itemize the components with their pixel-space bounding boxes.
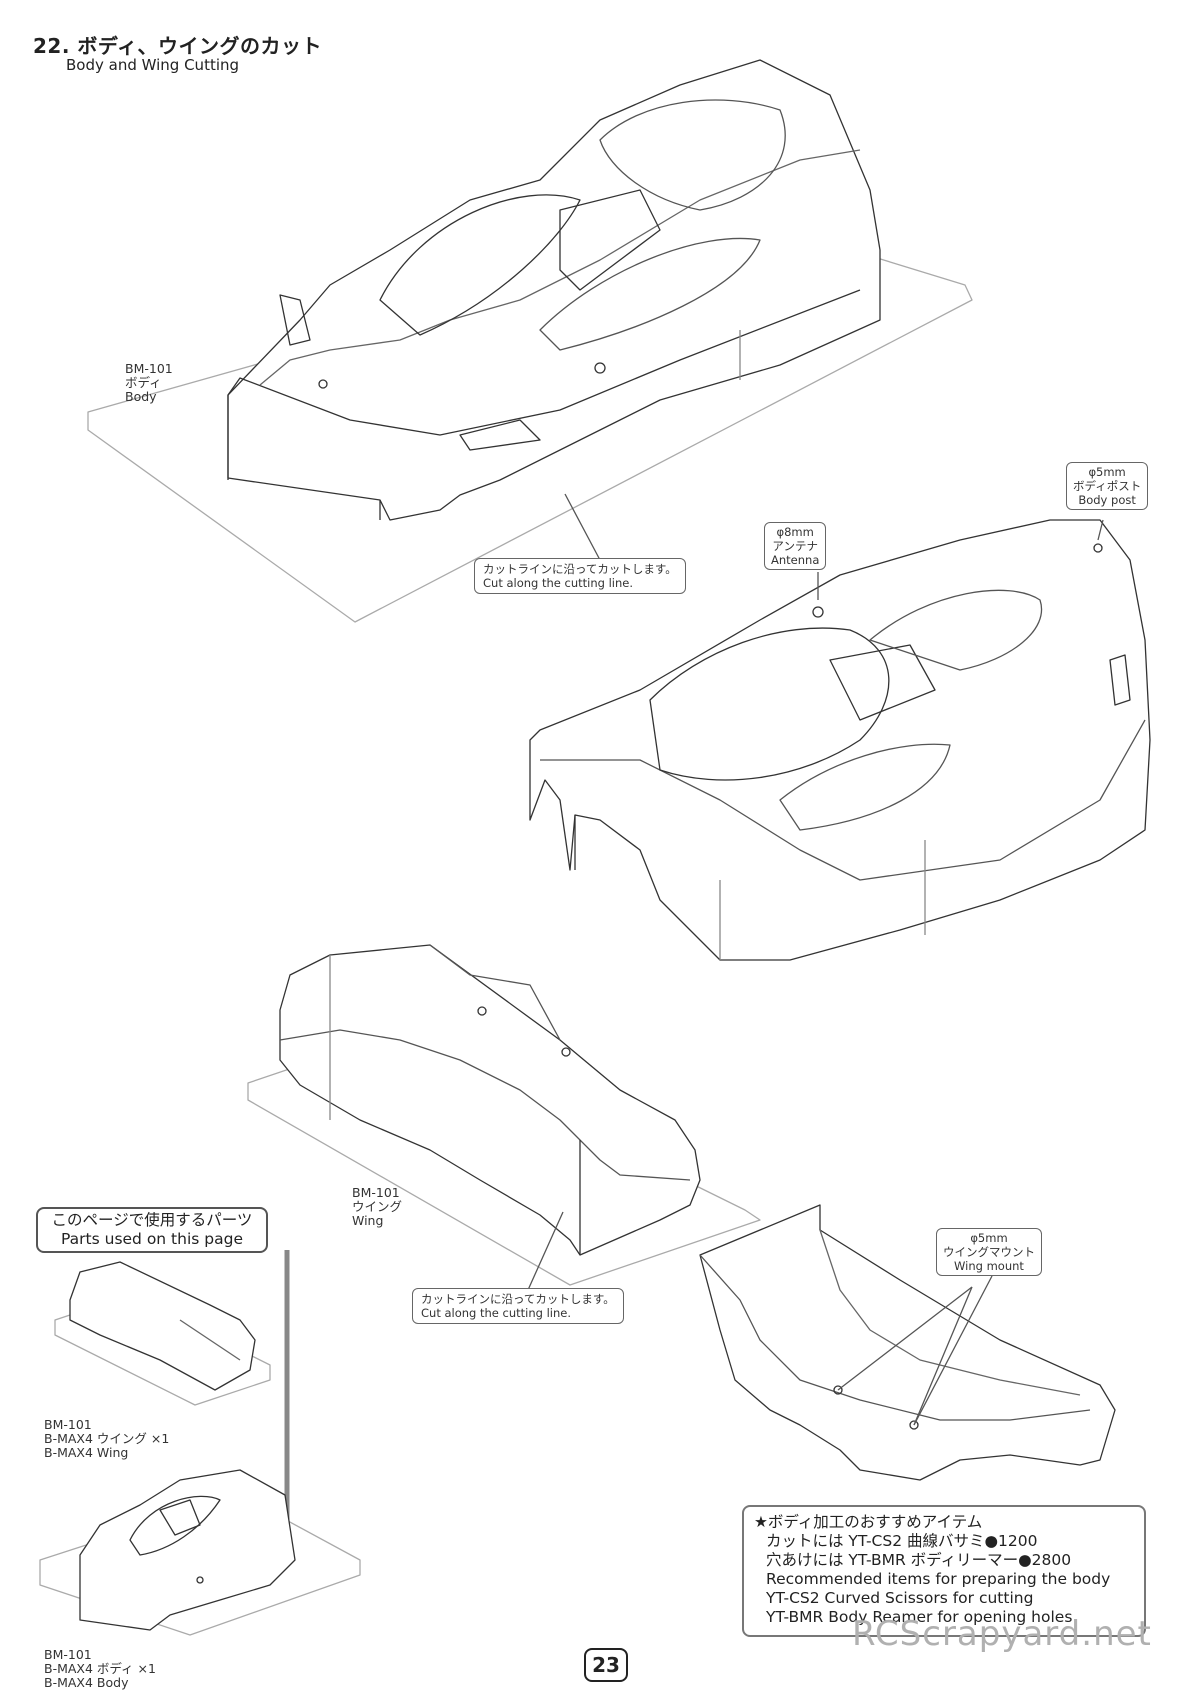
wing-cut-en: Cut along the cutting line. <box>421 1306 572 1320</box>
cut-wing-drawing <box>699 1204 1116 1481</box>
parts-thumbnail-body <box>39 1469 361 1636</box>
recommend-line: YT-BMR Body Reamer for opening holes <box>766 1608 1073 1626</box>
wing-cut-callout: カットラインに沿ってカットします。 Cut along the cutting … <box>412 1288 624 1324</box>
recommend-heading: ★ボディ加工のおすすめアイテム <box>754 1513 983 1531</box>
recommend-line: 穴あけには YT-BMR ボディリーマー●2800 <box>766 1551 1072 1569</box>
body-part-label: BM-101 ボディ Body <box>125 362 173 404</box>
body-cut-jp: カットラインに沿ってカットします。 <box>483 562 677 576</box>
wingmount-en: Wing mount <box>954 1259 1024 1273</box>
page-subtitle: Body and Wing Cutting <box>66 56 240 74</box>
parts-item-code: BM-101 <box>44 1417 92 1432</box>
parts-item-en: B-MAX4 Body <box>44 1675 129 1690</box>
raw-body-drawing <box>87 59 973 623</box>
recommend-line: カットには YT-CS2 曲線バサミ●1200 <box>766 1532 1038 1550</box>
parts-item-jp: B-MAX4 ウイング ×1 <box>44 1431 170 1446</box>
bodypost-callout: φ5mm ボディポスト Body post <box>1066 462 1149 510</box>
wing-part-code: BM-101 <box>352 1185 400 1200</box>
body-cut-en: Cut along the cutting line. <box>483 576 634 590</box>
watermark: RCScrapyard.net <box>852 1614 1152 1654</box>
parts-used-jp: このページで使用するパーツ <box>51 1211 253 1229</box>
recommend-line: YT-CS2 Curved Scissors for cutting <box>766 1589 1034 1607</box>
body-part-code: BM-101 <box>125 361 173 376</box>
wing-part-label: BM-101 ウイング Wing <box>352 1186 402 1228</box>
wing-cut-jp: カットラインに沿ってカットします。 <box>421 1292 615 1306</box>
wingmount-size: φ5mm <box>970 1231 1008 1245</box>
antenna-callout: φ8mm アンテナ Antenna <box>764 522 827 570</box>
bodypost-size: φ5mm <box>1088 465 1126 479</box>
body-part-en: Body <box>125 389 157 404</box>
wing-part-jp: ウイング <box>352 1199 403 1214</box>
cut-body-drawing <box>529 519 1151 961</box>
wing-part-en: Wing <box>352 1213 384 1228</box>
parts-thumbnail-wing <box>54 1261 271 1406</box>
parts-item-wing: BM-101 B-MAX4 ウイング ×1 B-MAX4 Wing <box>44 1418 169 1460</box>
bodypost-en: Body post <box>1078 493 1136 507</box>
antenna-jp: アンテナ <box>772 539 818 553</box>
body-part-jp: ボディ <box>125 375 162 390</box>
parts-item-code: BM-101 <box>44 1647 92 1662</box>
parts-item-jp: B-MAX4 ボディ ×1 <box>44 1661 156 1676</box>
antenna-en: Antenna <box>771 553 820 567</box>
parts-used-box: このページで使用するパーツ Parts used on this page <box>36 1207 268 1253</box>
wingmount-callout: φ5mm ウイングマウント Wing mount <box>936 1228 1042 1276</box>
page-number: 23 <box>584 1648 628 1682</box>
parts-item-body: BM-101 B-MAX4 ボディ ×1 B-MAX4 Body <box>44 1648 156 1690</box>
wingmount-jp: ウイングマウント <box>943 1245 1035 1259</box>
page-title: 22. ボディ、ウイングのカット <box>33 34 322 58</box>
antenna-size: φ8mm <box>776 525 814 539</box>
body-cut-callout: カットラインに沿ってカットします。 Cut along the cutting … <box>474 558 686 594</box>
recommended-items-box: ★ボディ加工のおすすめアイテム カットには YT-CS2 曲線バサミ●1200 … <box>742 1505 1146 1637</box>
recommend-line: Recommended items for preparing the body <box>766 1570 1111 1588</box>
raw-wing-drawing <box>247 944 761 1291</box>
bodypost-jp: ボディポスト <box>1073 479 1142 493</box>
parts-item-en: B-MAX4 Wing <box>44 1445 129 1460</box>
parts-used-en: Parts used on this page <box>61 1230 243 1248</box>
